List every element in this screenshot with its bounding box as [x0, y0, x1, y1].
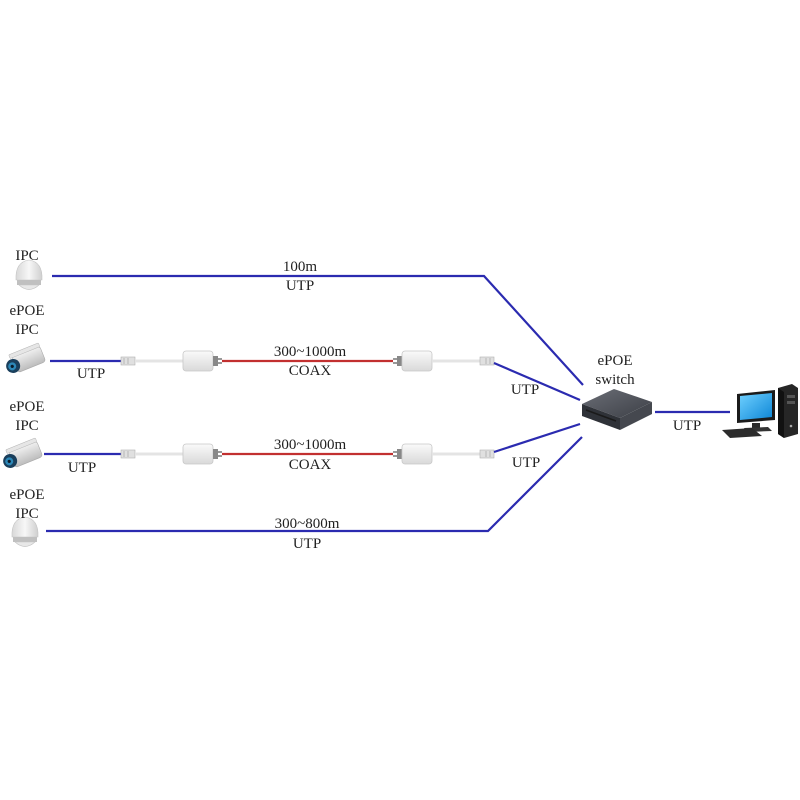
- link-3-medium-label: COAX: [288, 457, 332, 473]
- dome-camera-icon: [11, 516, 39, 547]
- link-1: [52, 274, 584, 386]
- rj45-plug-icon: [120, 356, 136, 366]
- link-2-camera-cable-label: UTP: [76, 366, 106, 382]
- link-1-distance-label: 100m: [282, 259, 318, 275]
- desktop-computer-icon: [722, 384, 798, 438]
- uplink-medium-label: UTP: [672, 418, 702, 434]
- utp-cable-line: [493, 422, 581, 454]
- epoe-ipc-2-label: ePOE IPC: [4, 398, 50, 436]
- switch-label-line1: ePOE: [597, 353, 633, 369]
- link-4-medium-label: UTP: [292, 536, 322, 552]
- link-2-medium-label: COAX: [288, 363, 332, 379]
- utp-cable-line: [493, 361, 581, 402]
- coax-balun-icon: [182, 350, 222, 372]
- link-3-camera-cable-label: UTP: [67, 460, 97, 476]
- coax-balun-icon: [182, 443, 222, 465]
- coax-balun-icon: [393, 350, 433, 372]
- utp-cable-line: [46, 436, 583, 533]
- rj45-plug-icon: [479, 356, 495, 366]
- epoe-ipc-2-label-line1: ePOE: [9, 399, 45, 415]
- rj45-plug-icon: [120, 449, 136, 459]
- rj45-plug-icon: [479, 449, 495, 459]
- link-2-switch-cable-label: UTP: [510, 382, 540, 398]
- link-3: [44, 422, 581, 465]
- epoe-ipc-1-label-line2: IPC: [15, 322, 39, 338]
- switch-label: ePOE switch: [582, 352, 648, 390]
- link-3-distance-label: 300~1000m: [273, 437, 347, 453]
- epoe-ipc-3-label-line1: ePOE: [9, 487, 45, 503]
- epoe-ipc-1-label-line1: ePOE: [9, 303, 45, 319]
- epoe-ipc-1-label: ePOE IPC: [4, 302, 50, 340]
- switch-label-line2: switch: [595, 372, 635, 388]
- ipc-top-label: IPC: [15, 248, 39, 264]
- dome-camera-icon: [15, 259, 43, 290]
- epoe-ipc-3-label: ePOE IPC: [4, 486, 50, 524]
- bullet-camera-icon: [6, 342, 46, 373]
- epoe-ipc-3-label-line2: IPC: [15, 506, 39, 522]
- link-2-distance-label: 300~1000m: [273, 344, 347, 360]
- network-switch-icon: [582, 389, 652, 430]
- link-2: [50, 350, 581, 402]
- utp-cable-line: [52, 274, 584, 386]
- link-3-switch-cable-label: UTP: [511, 455, 541, 471]
- link-1-medium-label: UTP: [285, 278, 315, 294]
- link-4-distance-label: 300~800m: [274, 516, 340, 532]
- link-4: [46, 436, 583, 533]
- coax-balun-icon: [393, 443, 433, 465]
- bullet-camera-icon: [3, 437, 43, 468]
- epoe-ipc-2-label-line2: IPC: [15, 418, 39, 434]
